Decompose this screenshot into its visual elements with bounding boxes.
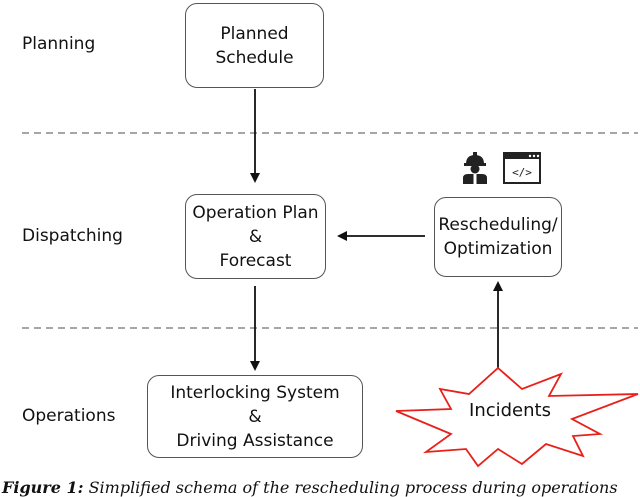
rescheduling-line-1: Rescheduling/ [438,215,558,235]
svg-text:</>: </> [512,166,532,179]
interlocking-line-3: Driving Assistance [176,430,334,451]
figure-caption-label: Figure 1: [2,478,84,497]
code-window-icon: </> [503,152,541,184]
operation-plan-line-2: & [248,226,263,247]
planned-schedule-box: Planned Schedule [185,3,324,88]
incidents-label: Incidents [469,400,551,421]
figure-caption-text: Simplified schema of the rescheduling pr… [83,478,618,497]
lane-label-dispatching: Dispatching [22,226,123,246]
lane-label-operations: Operations [22,406,116,426]
worker-icon [463,152,487,184]
rescheduling-line-2: Optimization [443,239,553,259]
operation-plan-line-1: Operation Plan [192,202,319,223]
interlocking-box: Interlocking System & Driving Assistance [147,375,363,458]
planned-schedule-line-1: Planned [220,23,289,44]
planned-schedule-line-2: Schedule [215,47,294,68]
operation-plan-line-3: Forecast [219,250,292,271]
lane-label-planning: Planning [22,34,96,54]
interlocking-line-1: Interlocking System [170,382,340,403]
interlocking-line-2: & [248,406,262,427]
operation-plan-box: Operation Plan & Forecast [185,194,326,279]
figure-caption: Figure 1: Simplified schema of the resch… [2,478,640,497]
rescheduling-box: Rescheduling/ Optimization [434,197,562,277]
incidents-starburst [395,366,639,468]
